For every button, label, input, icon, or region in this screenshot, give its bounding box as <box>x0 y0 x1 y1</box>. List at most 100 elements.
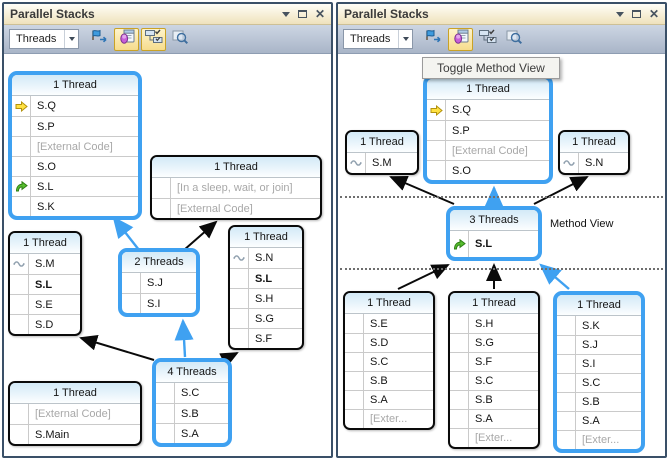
combo-value: Threads <box>350 33 391 45</box>
window-position-icon[interactable] <box>615 11 624 17</box>
stack-frame-row[interactable]: [External Code] <box>12 136 138 156</box>
stack-frame-row[interactable]: S.K <box>557 316 641 335</box>
maximize-icon[interactable] <box>631 10 641 18</box>
stack-frame-row[interactable]: S.B <box>156 403 228 423</box>
stack-frame-row[interactable]: S.A <box>450 409 538 428</box>
view-mode-combo[interactable]: Threads <box>343 29 414 49</box>
window-position-icon[interactable] <box>281 11 290 17</box>
stack-frame-row[interactable]: S.G <box>230 308 302 328</box>
stack-frame-row[interactable]: S.B <box>557 392 641 411</box>
stack-frame-row[interactable]: S.C <box>450 371 538 390</box>
flag-filter-button[interactable] <box>87 28 112 51</box>
stack-frame-row[interactable]: S.H <box>450 314 538 333</box>
frame-method-label: S.E <box>35 298 53 311</box>
frame-method-label: S.G <box>255 312 274 325</box>
stack-frame-row[interactable]: S.I <box>122 293 196 313</box>
close-icon[interactable]: ✕ <box>314 7 325 21</box>
stack-frame-row[interactable]: [In a sleep, wait, or join] <box>152 178 320 198</box>
maximize-icon[interactable] <box>297 10 307 18</box>
frame-method-label: [External Code] <box>37 140 113 153</box>
stack-frame-row[interactable]: S.C <box>156 383 228 403</box>
stack-frame-row[interactable]: S.B <box>450 390 538 409</box>
view-mode-combo[interactable]: Threads <box>9 29 80 49</box>
stack-frame-row[interactable]: [Exter... <box>450 428 538 447</box>
stack-frame-row[interactable]: S.P <box>427 120 549 140</box>
stack-frame-row[interactable]: S.F <box>230 328 302 348</box>
autoscroll-button[interactable] <box>141 27 167 51</box>
stack-frame-row[interactable]: S.G <box>450 333 538 352</box>
zoom-control-button[interactable] <box>168 28 193 51</box>
autoscroll-button[interactable] <box>475 28 500 51</box>
stack-frame-row[interactable]: S.H <box>230 288 302 308</box>
stack-frame-row[interactable]: S.C <box>345 352 433 371</box>
method-view-button[interactable] <box>114 27 140 51</box>
close-icon[interactable]: ✕ <box>648 7 659 21</box>
stack-frame-row[interactable]: S.E <box>345 314 433 333</box>
stack-frame-row[interactable]: S.E <box>10 294 80 314</box>
stack-frame-row[interactable]: S.N <box>560 153 628 173</box>
stack-frame-row[interactable]: [Exter... <box>345 409 433 428</box>
flag-filter-button[interactable] <box>421 28 446 51</box>
method-view-separator <box>340 196 663 198</box>
frame-method-label: S.L <box>255 272 273 285</box>
stack-frame-row[interactable]: S.D <box>10 314 80 334</box>
stack-frame-row[interactable]: S.A <box>345 390 433 409</box>
stack-frame-row[interactable]: S.L <box>12 176 138 196</box>
stack-frame-row[interactable]: S.L <box>230 268 302 288</box>
frame-method-label: S.H <box>255 292 274 305</box>
frame-method-label: S.Q <box>452 104 471 116</box>
stack-frame-row[interactable]: S.L <box>450 231 538 257</box>
thread-box-header: 1 Thread <box>10 233 80 254</box>
zoom-control-icon <box>172 29 189 50</box>
stack-frame-row[interactable]: S.O <box>12 156 138 176</box>
stack-frame-row[interactable]: S.J <box>122 273 196 293</box>
stack-frame-row[interactable]: S.B <box>345 371 433 390</box>
stack-frame-row[interactable]: S.O <box>427 160 549 180</box>
thread-box[interactable]: 1 Thread[External Code]S.Main <box>8 381 142 446</box>
stack-frame-row[interactable]: S.K <box>12 196 138 216</box>
chevron-down-icon[interactable] <box>64 30 78 48</box>
frame-method-label: S.D <box>370 337 389 349</box>
method-view-icon <box>118 29 135 50</box>
method-view-button[interactable] <box>448 27 474 51</box>
stack-frame-row[interactable]: S.A <box>557 411 641 430</box>
zoom-control-button[interactable] <box>502 28 527 51</box>
stack-frame-row[interactable]: S.Q <box>427 100 549 120</box>
stack-frame-row[interactable]: [External Code] <box>427 140 549 160</box>
stack-frame-row[interactable]: S.C <box>557 373 641 392</box>
stack-frame-row[interactable]: S.Main <box>10 424 140 444</box>
chevron-down-icon[interactable] <box>398 30 412 48</box>
stack-frame-row[interactable]: S.P <box>12 116 138 136</box>
stack-frame-row[interactable]: S.L <box>10 274 80 294</box>
stack-frame-row[interactable]: S.M <box>347 153 417 173</box>
stack-frame-row[interactable]: S.Q <box>12 96 138 116</box>
stack-frame-row[interactable]: S.M <box>10 254 80 274</box>
stack-frame-row[interactable]: S.D <box>345 333 433 352</box>
stack-frame-row[interactable]: S.A <box>156 423 228 443</box>
stack-frame-row[interactable]: S.J <box>557 335 641 354</box>
frame-method-label: S.Main <box>35 428 70 441</box>
stack-frame-row[interactable]: S.F <box>450 352 538 371</box>
stack-frame-row[interactable]: [External Code] <box>152 198 320 218</box>
thread-box[interactable]: 1 Thread[In a sleep, wait, or join][Exte… <box>150 155 322 220</box>
toolbar-buttons <box>87 27 193 51</box>
stack-frame-row[interactable]: [External Code] <box>10 404 140 424</box>
stack-frame-row[interactable]: [Exter... <box>557 430 641 449</box>
stack-frame-row[interactable]: S.I <box>557 354 641 373</box>
stack-frame-row[interactable]: S.N <box>230 248 302 268</box>
wavy-line-icon <box>560 153 579 173</box>
frame-icon-gutter <box>557 374 576 392</box>
thread-box-header: 1 Thread <box>345 293 433 314</box>
